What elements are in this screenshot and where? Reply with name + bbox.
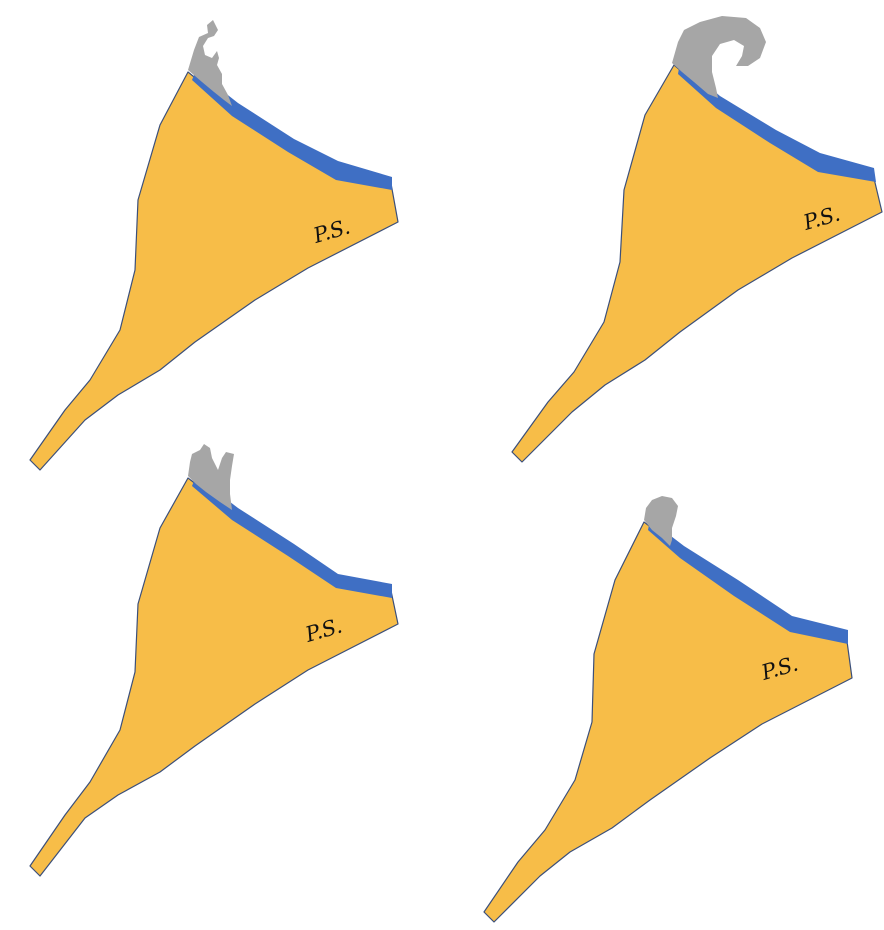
body-shape [484,522,852,922]
panel-bottom-left: P.S. [30,444,398,876]
panel-top-right: P.S. [512,16,882,462]
panel-bottom-right: P.S. [484,496,852,922]
panel-top-left: P.S. [30,20,398,470]
body-shape [30,72,398,470]
body-shape [512,65,882,462]
body-shape [30,478,398,876]
